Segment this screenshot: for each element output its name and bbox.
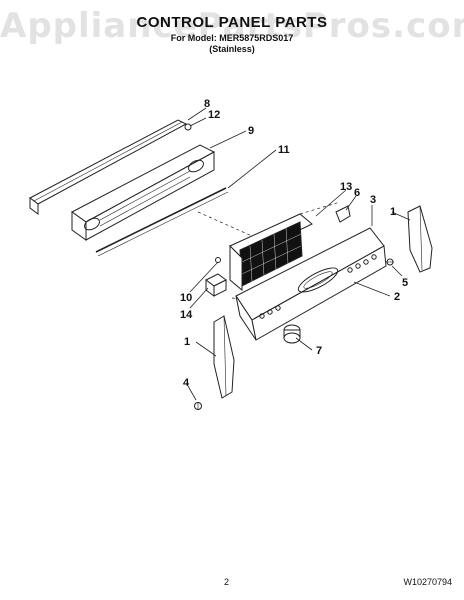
part-screw-right xyxy=(386,258,394,266)
part-end-cap-left xyxy=(213,315,235,399)
part-vent-panel xyxy=(71,144,216,241)
callout-11: 11 xyxy=(278,144,290,156)
callout-2: 2 xyxy=(394,291,400,303)
part-control-board xyxy=(229,213,313,292)
watermark: AppliancePartsPros.com xyxy=(0,6,464,46)
part-screw-top xyxy=(184,123,192,131)
callout-12: 12 xyxy=(208,109,220,121)
callout-9: 9 xyxy=(248,125,254,137)
callout-4: 4 xyxy=(183,377,190,389)
callout-6: 6 xyxy=(354,187,360,199)
part-seal-strip xyxy=(95,187,229,257)
part-control-panel xyxy=(235,227,387,341)
callout-5: 5 xyxy=(402,277,408,289)
part-spacer xyxy=(283,324,301,344)
callout-14: 14 xyxy=(180,309,193,321)
variant-line: (Stainless) xyxy=(209,44,255,54)
callout-1-right: 1 xyxy=(390,206,396,218)
callout-10: 10 xyxy=(180,292,192,304)
callout-7: 7 xyxy=(316,345,322,357)
page-title: CONTROL PANEL PARTS xyxy=(136,14,328,31)
model-line: For Model: MER5875RDS017 xyxy=(170,33,294,43)
part-clip xyxy=(335,205,351,223)
part-screw-bottom xyxy=(194,402,202,410)
part-trim-strip xyxy=(29,119,188,215)
part-small-box xyxy=(205,257,227,297)
callout-8: 8 xyxy=(204,98,210,110)
callout-1-left: 1 xyxy=(184,336,190,348)
document-number: W10270794 xyxy=(403,577,452,587)
callout-3: 3 xyxy=(370,194,376,206)
model-subtitle: For Model: MER5875RDS017 (Stainless) xyxy=(0,33,464,55)
part-end-cap-right xyxy=(407,205,433,273)
page-number: 2 xyxy=(224,577,230,587)
leader-lines xyxy=(187,107,411,401)
callout-13: 13 xyxy=(340,181,352,193)
callout-numbers: 8 12 9 11 13 6 3 1 10 14 5 2 1 7 4 xyxy=(180,98,408,389)
